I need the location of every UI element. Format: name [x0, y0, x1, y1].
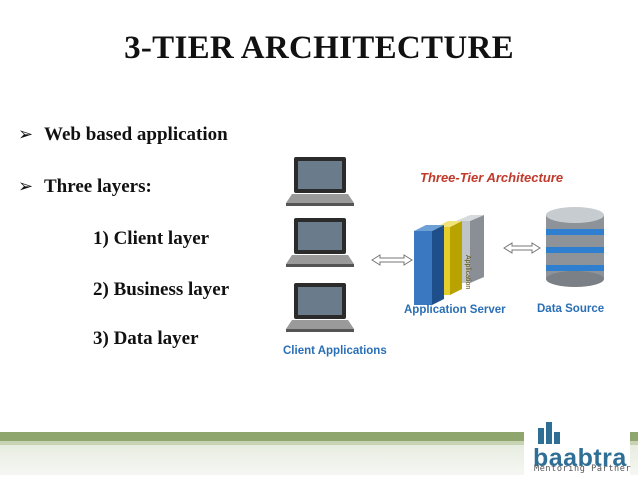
logo-mark-icon [538, 422, 560, 444]
double-arrow-icon [371, 254, 413, 266]
footer-band [0, 432, 638, 441]
arrow-bullet-icon: ➢ [18, 124, 34, 145]
client-applications-label: Client Applications [283, 345, 387, 357]
database-icon [546, 207, 604, 287]
layer-client: 1) Client layer [93, 228, 210, 249]
laptop-icon [286, 157, 354, 206]
three-tier-diagram: Application [286, 157, 604, 332]
laptop-icon [286, 283, 354, 332]
slide-title: 3-TIER ARCHITECTURE [124, 30, 514, 66]
layer-business: 2) Business layer [93, 279, 230, 300]
logo-tagline: Mentoring Partner [534, 464, 632, 474]
logo-box [524, 414, 630, 476]
diagram-title: Three-Tier Architecture [420, 170, 564, 185]
bullet-text: Web based application [44, 124, 228, 145]
application-server-label: Application Server [404, 304, 506, 316]
bullet-text: Three layers: [44, 176, 152, 197]
logo-wordmark: baabtra [533, 444, 627, 472]
layer-data: 3) Data layer [93, 328, 199, 349]
arrow-bullet-icon: ➢ [18, 176, 34, 197]
data-source-label: Data Source [537, 303, 605, 315]
bullet-web-based: ➢ Web based application [18, 124, 228, 146]
book-spine-label: Application [464, 255, 471, 289]
footer-stripe [0, 441, 638, 445]
laptop-icon [286, 218, 354, 267]
bullet-three-layers: ➢ Three layers: [18, 176, 152, 198]
double-arrow-icon [503, 242, 541, 254]
application-server-icon [414, 215, 484, 305]
